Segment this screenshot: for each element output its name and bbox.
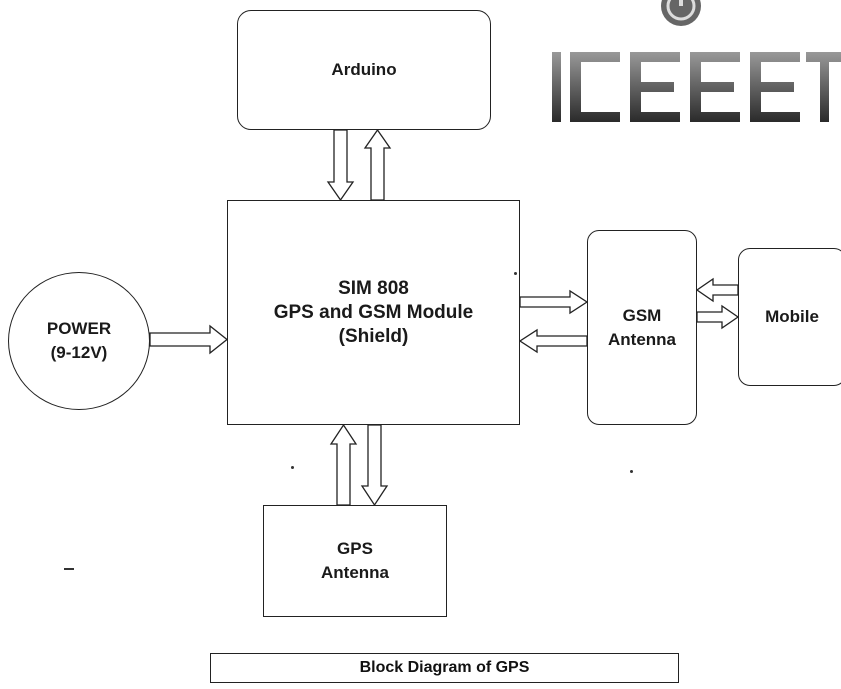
arduino-label: Arduino [331,60,397,79]
gps-label: GPS [337,539,373,558]
arrow-sim808-to-gps [360,424,389,507]
diagram-caption: Block Diagram of GPS [210,653,679,683]
gsm-label: GSM [622,305,662,325]
arrow-power-to-sim808 [149,324,229,355]
scan-speck [630,470,633,473]
scan-speck [291,466,294,469]
scan-speck [514,272,517,275]
power-label: POWER [46,319,112,338]
arrow-gsm-to-mobile [696,304,740,330]
mobile-block: Mobile [738,248,841,386]
arrow-gps-to-sim808 [329,423,358,506]
gsm-antenna-block: GSM Antenna [587,230,697,425]
power-button-icon [661,0,701,26]
power-voltage-label: (9-12V) [50,343,108,362]
arrow-arduino-to-sim808 [326,129,355,202]
iceeet-wordmark [552,52,841,122]
gps-antenna-label: Antenna [321,563,389,582]
arrow-sim808-to-arduino [363,128,392,201]
gps-antenna-block: GPS Antenna [263,505,447,617]
arrow-sim808-to-gsm [519,289,589,315]
power-block: POWER (9-12V) [8,272,150,410]
arrow-gsm-to-sim808 [518,328,588,354]
gsm-antenna-label: Antenna [608,329,676,349]
sim808-subtitle: GPS and GSM Module [273,301,474,323]
sim808-title: SIM 808 [338,277,409,299]
arrow-mobile-to-gsm [695,277,739,303]
caption-text: Block Diagram of GPS [359,659,530,676]
iceeet-logo [552,0,841,122]
sim808-module-block: SIM 808 GPS and GSM Module (Shield) [227,200,520,425]
arduino-block: Arduino [237,10,491,130]
mobile-label: Mobile [765,307,819,326]
sim808-shield-label: (Shield) [338,325,409,347]
scan-speck [64,568,74,570]
